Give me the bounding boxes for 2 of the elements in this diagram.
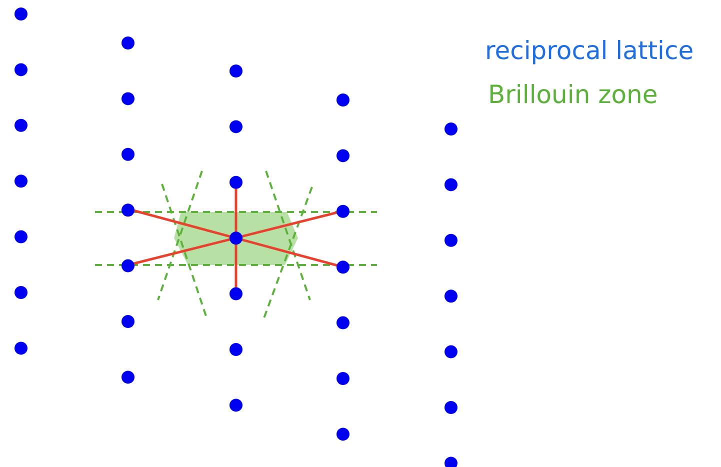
annotation-text: reciprocal lattice [485, 38, 694, 63]
annotation-text: Brillouin zone [488, 82, 658, 107]
